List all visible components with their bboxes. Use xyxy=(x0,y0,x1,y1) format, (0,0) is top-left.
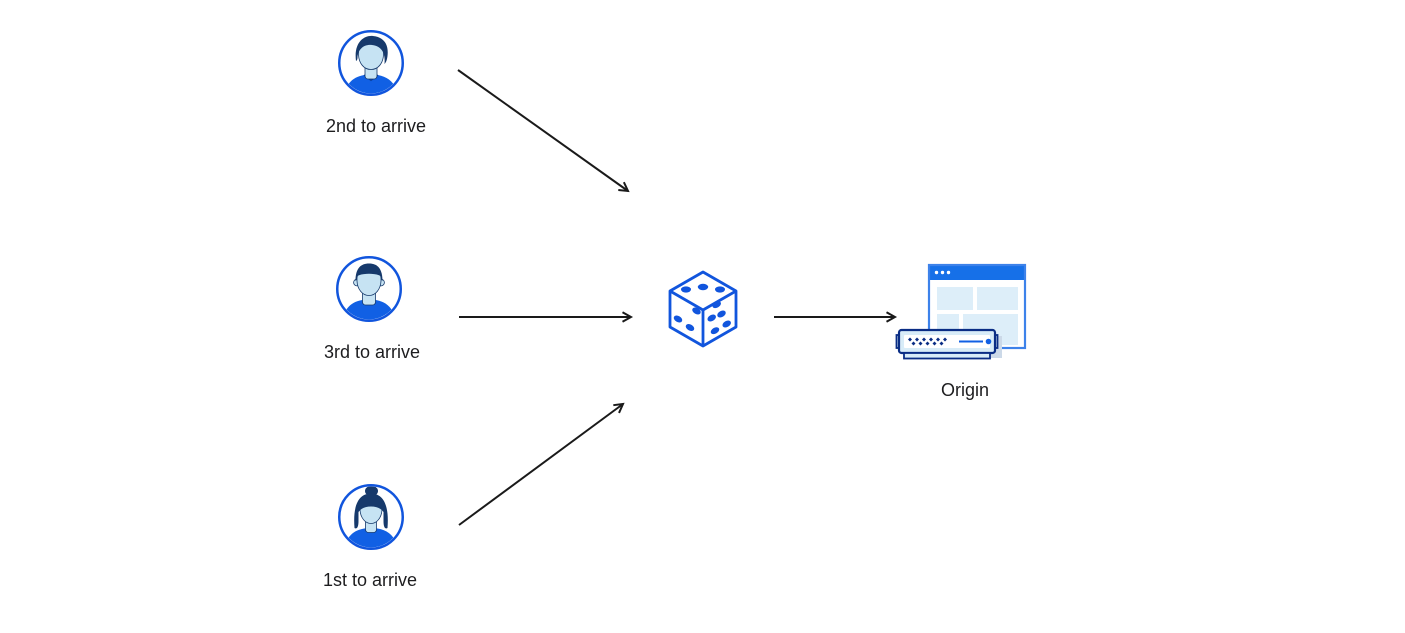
node-randomizer xyxy=(665,268,741,355)
dice-icon xyxy=(668,270,738,348)
node-label-visitor-1st: 1st to arrive xyxy=(322,570,418,590)
arrow-visitor-2nd-to-randomizer xyxy=(457,69,630,193)
male-avatar-flat-hair-icon xyxy=(336,256,402,322)
node-origin: Origin xyxy=(895,262,1029,400)
female-avatar-bun-icon xyxy=(338,484,404,550)
node-label-origin: Origin xyxy=(940,380,990,400)
server-vent-dots xyxy=(908,337,947,346)
node-visitor-2nd: 2nd to arrive xyxy=(326,29,426,136)
arrow-visitor-1st-to-randomizer xyxy=(458,402,625,526)
origin-server-browser-icon xyxy=(895,263,1027,360)
node-visitor-3rd: 3rd to arrive xyxy=(324,255,420,362)
node-visitor-1st: 1st to arrive xyxy=(323,483,417,590)
node-label-visitor-2nd: 2nd to arrive xyxy=(325,116,427,136)
server-icon xyxy=(895,328,1002,360)
male-avatar-swept-hair-icon xyxy=(338,30,404,96)
node-label-visitor-3rd: 3rd to arrive xyxy=(323,342,421,362)
